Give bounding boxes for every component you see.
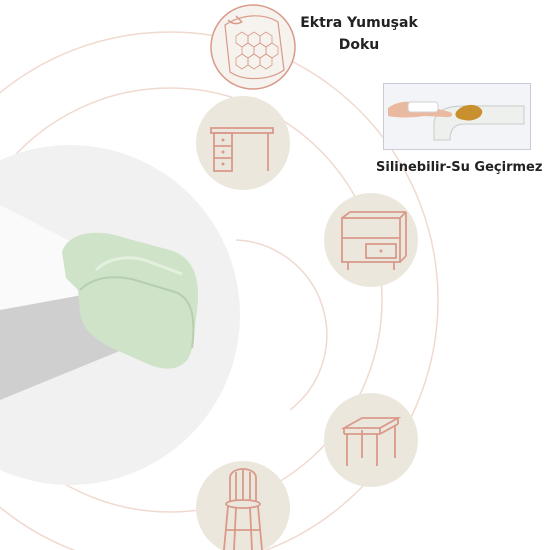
desk-icon [196,96,290,190]
spill-stain [455,104,483,121]
product-photo [0,205,199,400]
soft-texture-label-line1: Ektra Yumuşak [300,15,418,31]
wipe-illustration [384,84,530,149]
outer-ring [0,31,439,550]
chair-icon [196,461,290,550]
protector-shade [79,276,195,349]
wipe-cloth [407,101,439,113]
waterproof-photo [383,83,531,150]
soft-texture-icon [210,4,296,90]
table-icon [324,393,418,487]
waterproof-label: Silinebilir-Su Geçirmez [376,160,543,175]
soft-texture-label: Ektra Yumuşak Doku [300,12,418,56]
protector-inner [94,256,183,276]
ring-lines [0,31,439,550]
nightstand-icon [324,193,418,287]
middle-ring [0,87,383,513]
soft-texture-label-line2: Doku [338,37,380,53]
inner-ring-arc [235,239,328,411]
